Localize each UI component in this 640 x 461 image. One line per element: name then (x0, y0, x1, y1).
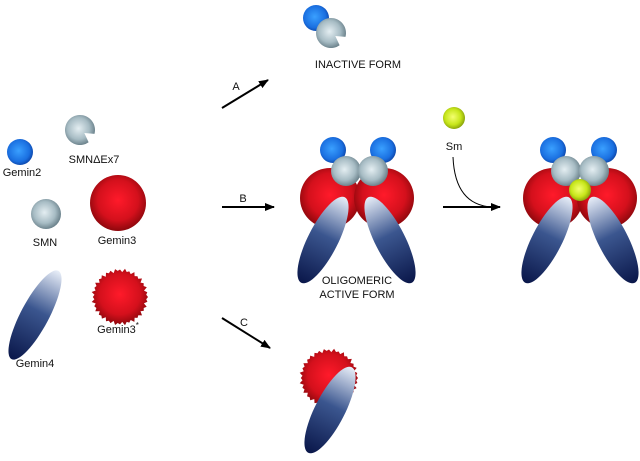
sm-label: Sm (446, 141, 463, 153)
smn-icon (358, 156, 388, 186)
gemin3-star-label: Gemin3* (97, 321, 139, 336)
gemin3-label: Gemin3 (98, 235, 137, 247)
gemin3-star-gemin4-complex (299, 348, 358, 454)
smn-dex7-icon (316, 17, 346, 48)
arrow-c (221, 317, 271, 349)
gemin3-star-icon (91, 268, 148, 326)
gemin2-label: Gemin2 (3, 167, 42, 179)
pathway-a-label: A (232, 81, 240, 93)
active-form-label-line1: OLIGOMERIC (322, 275, 392, 287)
active-form-complex (297, 137, 416, 284)
gemin4-icon (587, 196, 639, 284)
active-form-label-line2: ACTIVE FORM (319, 289, 394, 301)
arrow-a (221, 79, 269, 109)
smn-icon (331, 156, 361, 186)
gemin2-icon (540, 137, 566, 163)
smn-icon (579, 156, 609, 186)
sm-icon (569, 179, 591, 201)
sm-bound-complex (521, 137, 639, 284)
smn-dex7-icon (64, 115, 95, 145)
gemin4-icon (364, 196, 416, 284)
pathway-b-label: B (239, 193, 246, 205)
gemin4-label: Gemin4 (16, 358, 55, 370)
sm-binding-curve (452, 156, 493, 208)
gemin4-icon (521, 196, 573, 284)
smn-icon (31, 199, 61, 229)
gemin4-icon (297, 196, 349, 284)
gemin4-icon (8, 270, 62, 360)
gemin2-icon (320, 137, 346, 163)
smn-icon (551, 156, 581, 186)
smn-label: SMN (33, 237, 58, 249)
smn-dex7-label: SMNΔEx7 (69, 154, 120, 166)
inactive-form-complex (303, 5, 346, 48)
pathway-c-label: C (240, 317, 248, 329)
inactive-form-label: INACTIVE FORM (315, 59, 401, 71)
gemin3-icon (90, 175, 146, 231)
gemin2-icon (7, 139, 33, 165)
gemin4-icon (304, 366, 356, 454)
sm-icon (443, 107, 465, 129)
